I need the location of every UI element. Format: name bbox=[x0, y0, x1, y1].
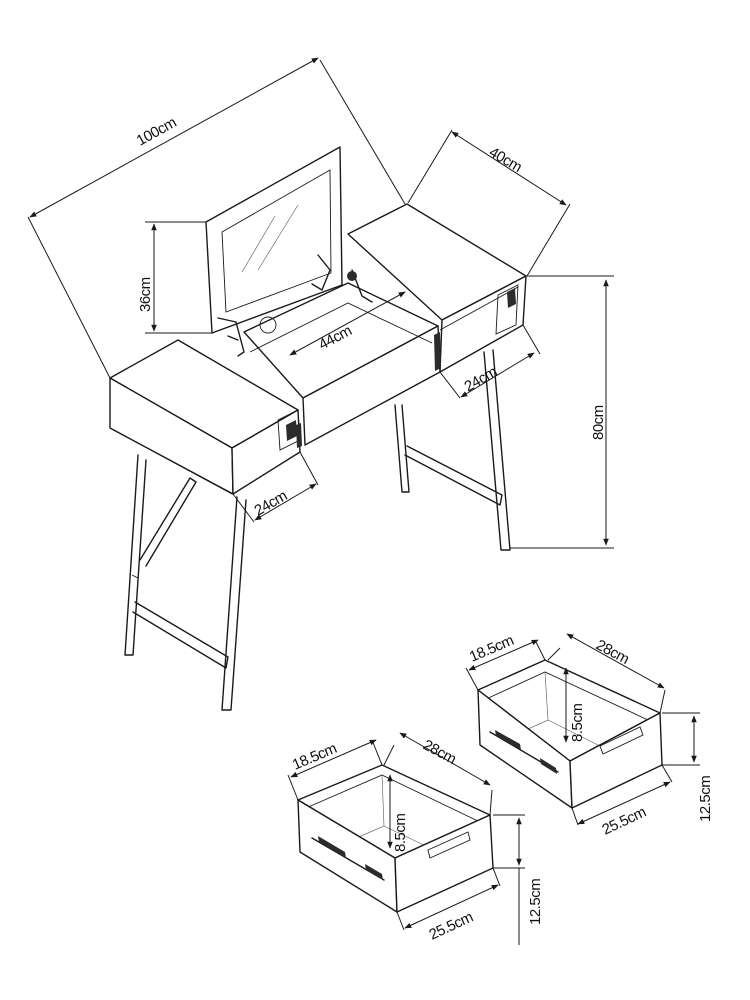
desk-illustration bbox=[109, 146, 527, 711]
drawer-right-dimensions: 18.5cm 28cm 8.5cm 25.5cm 12.5cm bbox=[465, 632, 714, 839]
drawer-right-front-height-label: 12.5cm bbox=[697, 776, 714, 822]
legs bbox=[124, 349, 511, 711]
dim-left-opening-label: 24cm bbox=[252, 487, 291, 519]
dim-width-label: 100cm bbox=[134, 114, 179, 149]
drawer-left-depth-label: 18.5cm bbox=[290, 740, 339, 774]
dim-mirror-height-label: 36cm bbox=[137, 277, 154, 312]
drawer-left-inner-height-label: 8.5cm bbox=[392, 814, 409, 852]
dim-right-opening-label: 24cm bbox=[462, 363, 501, 395]
right-cabinet bbox=[347, 203, 527, 373]
dim-total-height-label: 80cm bbox=[590, 405, 607, 440]
drawer-left-width-label: 28cm bbox=[420, 737, 459, 768]
drawer-right-width-label: 28cm bbox=[593, 637, 632, 668]
drawer-right-front-width-label: 25.5cm bbox=[600, 804, 649, 839]
drawer-right-inner-height-label: 8.5cm bbox=[569, 704, 586, 742]
drawer-left-front-width-label: 25.5cm bbox=[427, 909, 476, 944]
drawer-left-front-height-label: 12.5cm bbox=[527, 879, 544, 925]
dim-depth-label: 40cm bbox=[486, 144, 525, 176]
